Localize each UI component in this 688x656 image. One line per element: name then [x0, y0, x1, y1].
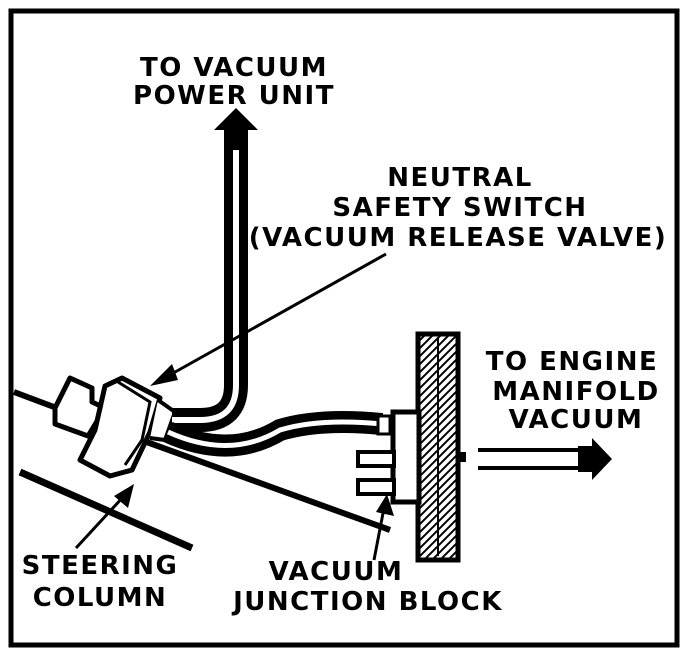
label-line: STEERING — [22, 551, 179, 581]
label-line: NEUTRAL — [387, 163, 533, 193]
vacuum-junction-block — [356, 409, 466, 505]
label-neutral-safety-switch: NEUTRAL SAFETY SWITCH (VACUUM RELEASE VA… — [249, 163, 668, 253]
hose-to-junction-block — [163, 411, 392, 457]
label-line: TO VACUUM — [140, 53, 328, 83]
manifold-vacuum-line — [478, 448, 578, 470]
label-line: POWER UNIT — [133, 81, 335, 111]
label-line: SAFETY SWITCH — [332, 193, 587, 223]
label-line: VACUUM — [509, 405, 644, 435]
hose-to-power-unit — [172, 150, 248, 432]
label-line: JUNCTION BLOCK — [231, 587, 503, 617]
neutral-safety-switch-body — [52, 375, 178, 479]
label-line: COLUMN — [33, 583, 168, 613]
junction-block-leader-arrow — [372, 494, 394, 561]
label-line: TO ENGINE — [486, 347, 658, 377]
firewall — [415, 331, 461, 563]
label-engine-manifold-vacuum: TO ENGINE MANIFOLD VACUUM — [486, 347, 659, 435]
label-line: (VACUUM RELEASE VALVE) — [249, 223, 668, 253]
label-steering-column: STEERING COLUMN — [22, 551, 179, 613]
diagram-border — [8, 8, 680, 648]
right-arrow-icon — [578, 438, 612, 480]
steering-column-leader-arrow — [74, 484, 134, 550]
label-line: MANIFOLD — [492, 377, 659, 407]
up-arrow-icon — [214, 108, 258, 150]
label-vacuum-junction-block: VACUUM JUNCTION BLOCK — [231, 557, 503, 617]
switch-leader-arrow — [150, 252, 387, 386]
label-line: VACUUM — [269, 557, 404, 587]
label-vacuum-power-unit: TO VACUUM POWER UNIT — [133, 53, 335, 111]
